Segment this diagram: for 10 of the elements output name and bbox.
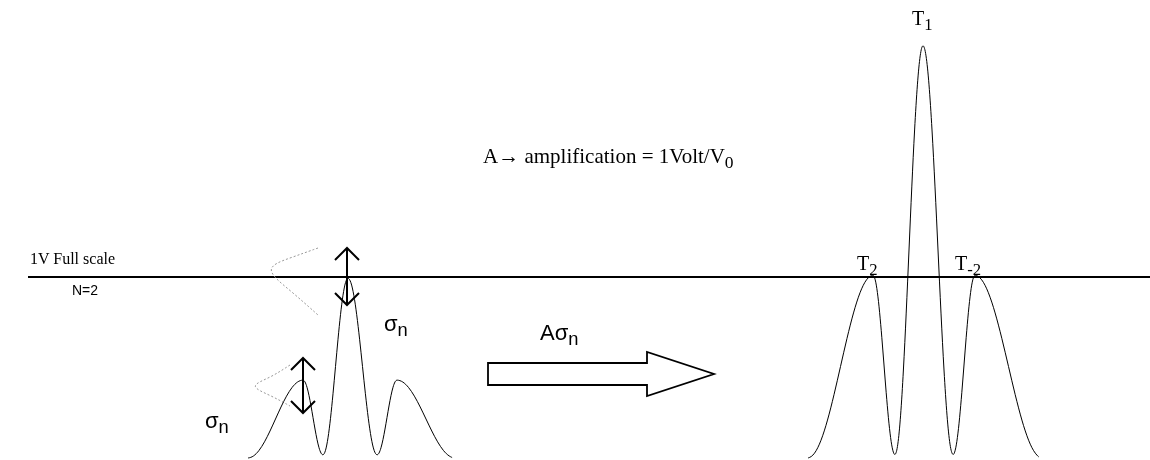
peak-label: T$_{-2}$: [955, 253, 982, 279]
sigma-label: σ$_{n}$: [384, 313, 408, 340]
edge-label: Aσ$_{n}$: [540, 322, 579, 349]
sigma-label: σ$_{n}$: [205, 410, 229, 437]
block-arrow: [487, 350, 717, 398]
scale-label: 1V Full scale: [30, 251, 116, 267]
peak-label: T$_{2}$: [857, 253, 878, 279]
peak-label: T$_{1}$: [912, 8, 933, 34]
formula-text: A→ amplification = 1Volt/V$_{0}$: [483, 146, 734, 172]
parameter-label: N=2: [72, 283, 99, 297]
